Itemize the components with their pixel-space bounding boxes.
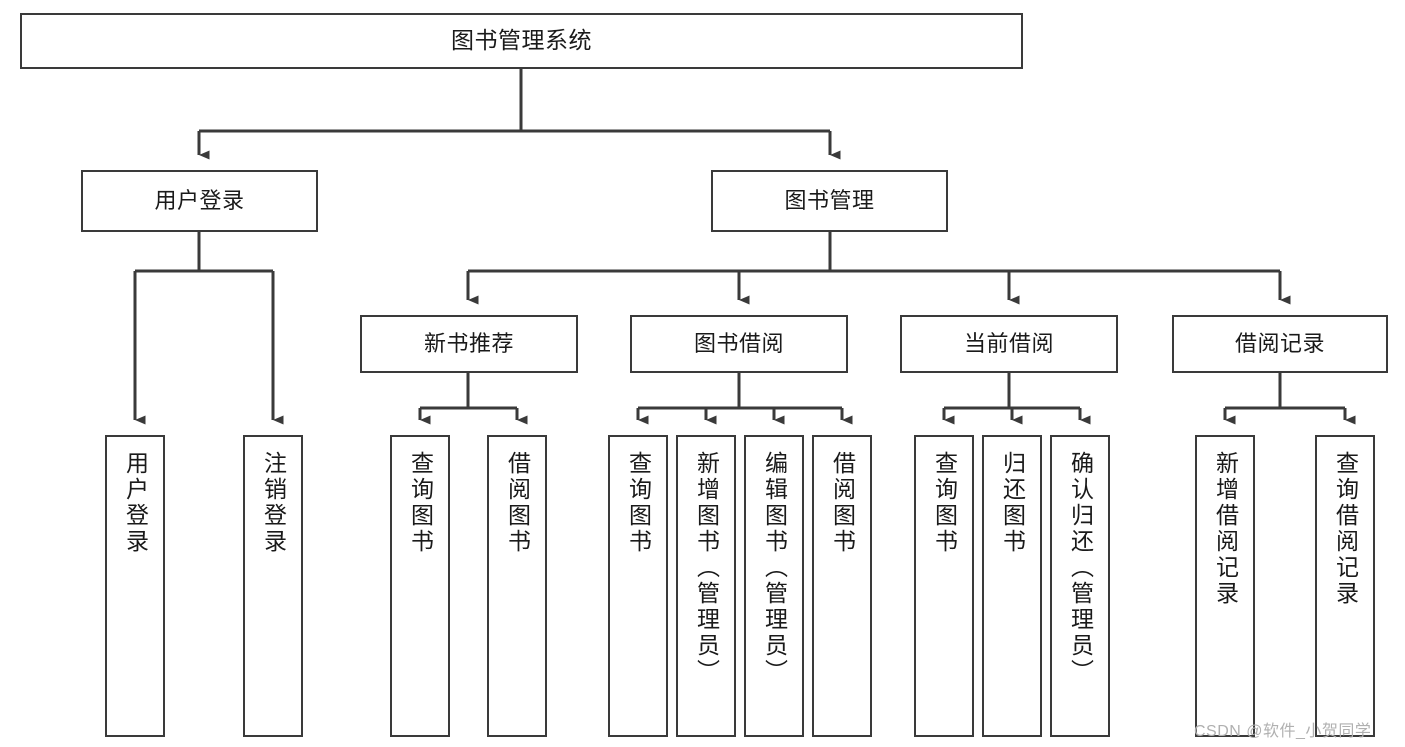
node-label: 确认归还（管理员）	[1067, 451, 1094, 685]
node-leaf-user-login-logout[interactable]: 注销登录	[243, 435, 303, 737]
node-label: 新书推荐	[423, 330, 514, 356]
node-leaf-current-borrow-return[interactable]: 归还图书	[982, 435, 1042, 737]
node-label: 用户登录	[154, 187, 245, 213]
node-label: 借阅图书	[504, 451, 531, 555]
node-label: 借阅记录	[1234, 330, 1325, 356]
node-label: 查询图书	[625, 451, 652, 555]
node-root-system[interactable]: 图书管理系统	[20, 13, 1023, 69]
node-label: 查询图书	[407, 451, 434, 555]
node-label: 查询图书	[931, 451, 958, 555]
node-label: 当前借阅	[963, 330, 1054, 356]
node-label: 新增图书（管理员）	[693, 451, 720, 685]
node-leaf-new-book-query[interactable]: 查询图书	[390, 435, 450, 737]
node-label: 编辑图书（管理员）	[761, 451, 788, 685]
node-borrow-record[interactable]: 借阅记录	[1172, 315, 1388, 373]
node-label: 借阅图书	[829, 451, 856, 555]
node-leaf-current-borrow-confirm[interactable]: 确认归还（管理员）	[1050, 435, 1110, 737]
node-label: 图书管理	[784, 187, 875, 213]
node-leaf-current-borrow-query[interactable]: 查询图书	[914, 435, 974, 737]
csdn-watermark: CSDN @软件_小贺同学	[1194, 723, 1372, 740]
node-leaf-new-book-borrow[interactable]: 借阅图书	[487, 435, 547, 737]
node-user-login[interactable]: 用户登录	[81, 170, 318, 232]
node-leaf-book-borrow-add[interactable]: 新增图书（管理员）	[676, 435, 736, 737]
node-new-book-recommend[interactable]: 新书推荐	[360, 315, 578, 373]
node-leaf-book-borrow-borrow[interactable]: 借阅图书	[812, 435, 872, 737]
node-leaf-book-borrow-edit[interactable]: 编辑图书（管理员）	[744, 435, 804, 737]
node-label: 注销登录	[260, 451, 287, 555]
node-book-management[interactable]: 图书管理	[711, 170, 948, 232]
node-label: 归还图书	[999, 451, 1026, 555]
node-leaf-borrow-record-query[interactable]: 查询借阅记录	[1315, 435, 1375, 737]
node-label: 新增借阅记录	[1212, 451, 1239, 607]
node-leaf-book-borrow-query[interactable]: 查询图书	[608, 435, 668, 737]
node-leaf-borrow-record-add[interactable]: 新增借阅记录	[1195, 435, 1255, 737]
node-label: 图书管理系统	[451, 27, 592, 54]
node-leaf-user-login-login[interactable]: 用户登录	[105, 435, 165, 737]
node-label: 用户登录	[122, 451, 149, 555]
node-label: 图书借阅	[693, 330, 784, 356]
node-label: 查询借阅记录	[1332, 451, 1359, 607]
node-current-borrow[interactable]: 当前借阅	[900, 315, 1118, 373]
node-book-borrow[interactable]: 图书借阅	[630, 315, 848, 373]
